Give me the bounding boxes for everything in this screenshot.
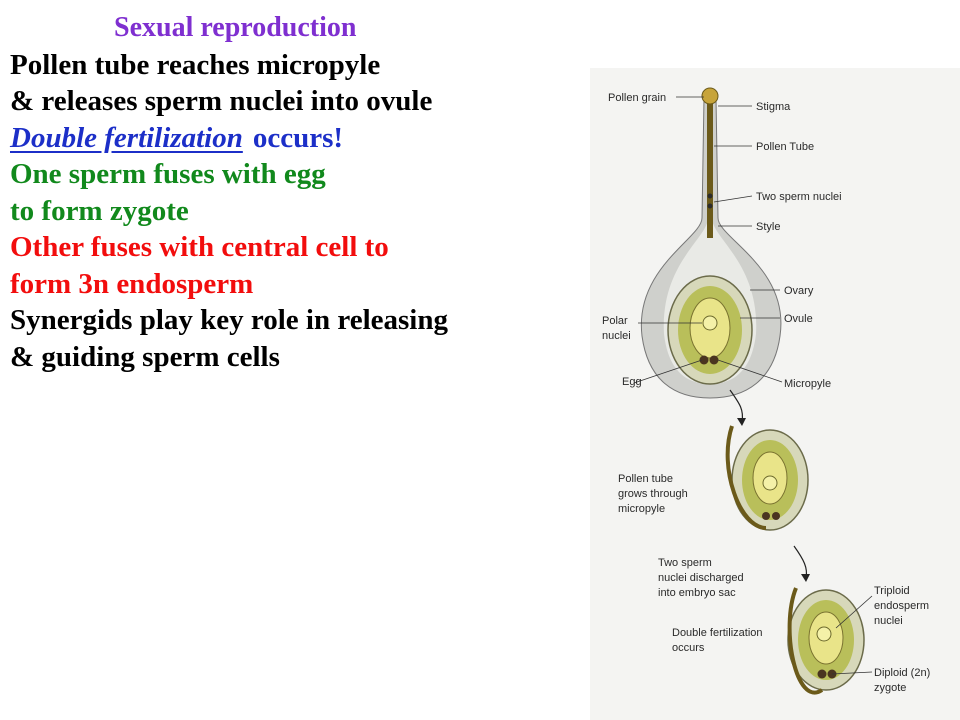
- label-grows-3: micropyle: [618, 503, 665, 515]
- label-double-2: occurs: [672, 642, 705, 654]
- text-line-7: form 3n endosperm: [10, 267, 254, 300]
- text-line-9: & guiding sperm cells: [10, 340, 280, 373]
- label-pollen-tube: Pollen Tube: [756, 141, 814, 153]
- figure-background: [590, 68, 960, 720]
- text-line-5: to form zygote: [10, 194, 189, 227]
- label-discharged-2: nuclei discharged: [658, 572, 744, 584]
- label-micropyle: Micropyle: [784, 378, 831, 390]
- sperm-nucleus-1: [707, 193, 713, 199]
- double-fertilization-link[interactable]: Double fertilization: [10, 121, 243, 154]
- sperm-nucleus-2: [707, 203, 713, 209]
- ovule-stage-3: [787, 587, 865, 695]
- label-double-1: Double fertilization: [672, 627, 763, 639]
- label-ovule: Ovule: [784, 313, 813, 325]
- polar-nuclei-shape: [702, 315, 718, 331]
- label-two-sperm-nuclei: Two sperm nuclei: [756, 191, 842, 203]
- arrow-1-head: [737, 418, 746, 426]
- label-egg: Egg: [622, 376, 642, 388]
- label-discharged-3: into embryo sac: [658, 587, 736, 599]
- label-grows-2: grows through: [618, 488, 688, 500]
- label-discharged-1: Two sperm: [658, 557, 712, 569]
- label-polar-2: nuclei: [602, 330, 631, 342]
- label-style: Style: [756, 221, 780, 233]
- label-triploid-1: Triploid: [874, 585, 910, 597]
- label-grows-1: Pollen tube: [618, 473, 673, 485]
- slide-text: Sexual reproduction Pollen tube reaches …: [10, 10, 590, 375]
- text-line-4: One sperm fuses with egg: [10, 158, 326, 190]
- egg-cell: [699, 355, 709, 365]
- label-diploid-2: zygote: [874, 682, 906, 694]
- label-diploid-1: Diploid (2n): [874, 667, 930, 679]
- text-line-1: Pollen tube reaches micropyle: [10, 48, 381, 81]
- label-triploid-2: endosperm: [874, 600, 929, 612]
- label-ovary: Ovary: [784, 285, 814, 297]
- pollen-tube-shape: [707, 88, 713, 238]
- text-line-2: & releases sperm nuclei into ovule: [10, 85, 433, 117]
- occurs-text: occurs!: [252, 121, 344, 154]
- ovule-stage-2: [725, 425, 809, 531]
- text-line-8: Synergids play key role in releasing: [10, 304, 448, 336]
- leader-lines-bottom: [831, 595, 873, 675]
- arrow-2-head: [801, 574, 810, 582]
- leader-lines-top: [633, 96, 783, 384]
- text-line-3: Double fertilization occurs!: [10, 120, 590, 157]
- text-line-6: Other fuses with central cell to: [10, 231, 389, 263]
- label-polar-1: Polar: [602, 315, 628, 327]
- pollen-grain-shape: [701, 87, 719, 105]
- label-stigma: Stigma: [756, 101, 791, 113]
- slide-title: Sexual reproduction: [114, 12, 357, 43]
- label-pollen-grain: Pollen grain: [608, 92, 666, 104]
- label-triploid-3: nuclei: [874, 615, 903, 627]
- fertilization-diagram: Pollen grain Stigma Pollen Tube Two sper…: [590, 68, 960, 720]
- synergid-cell: [709, 355, 719, 365]
